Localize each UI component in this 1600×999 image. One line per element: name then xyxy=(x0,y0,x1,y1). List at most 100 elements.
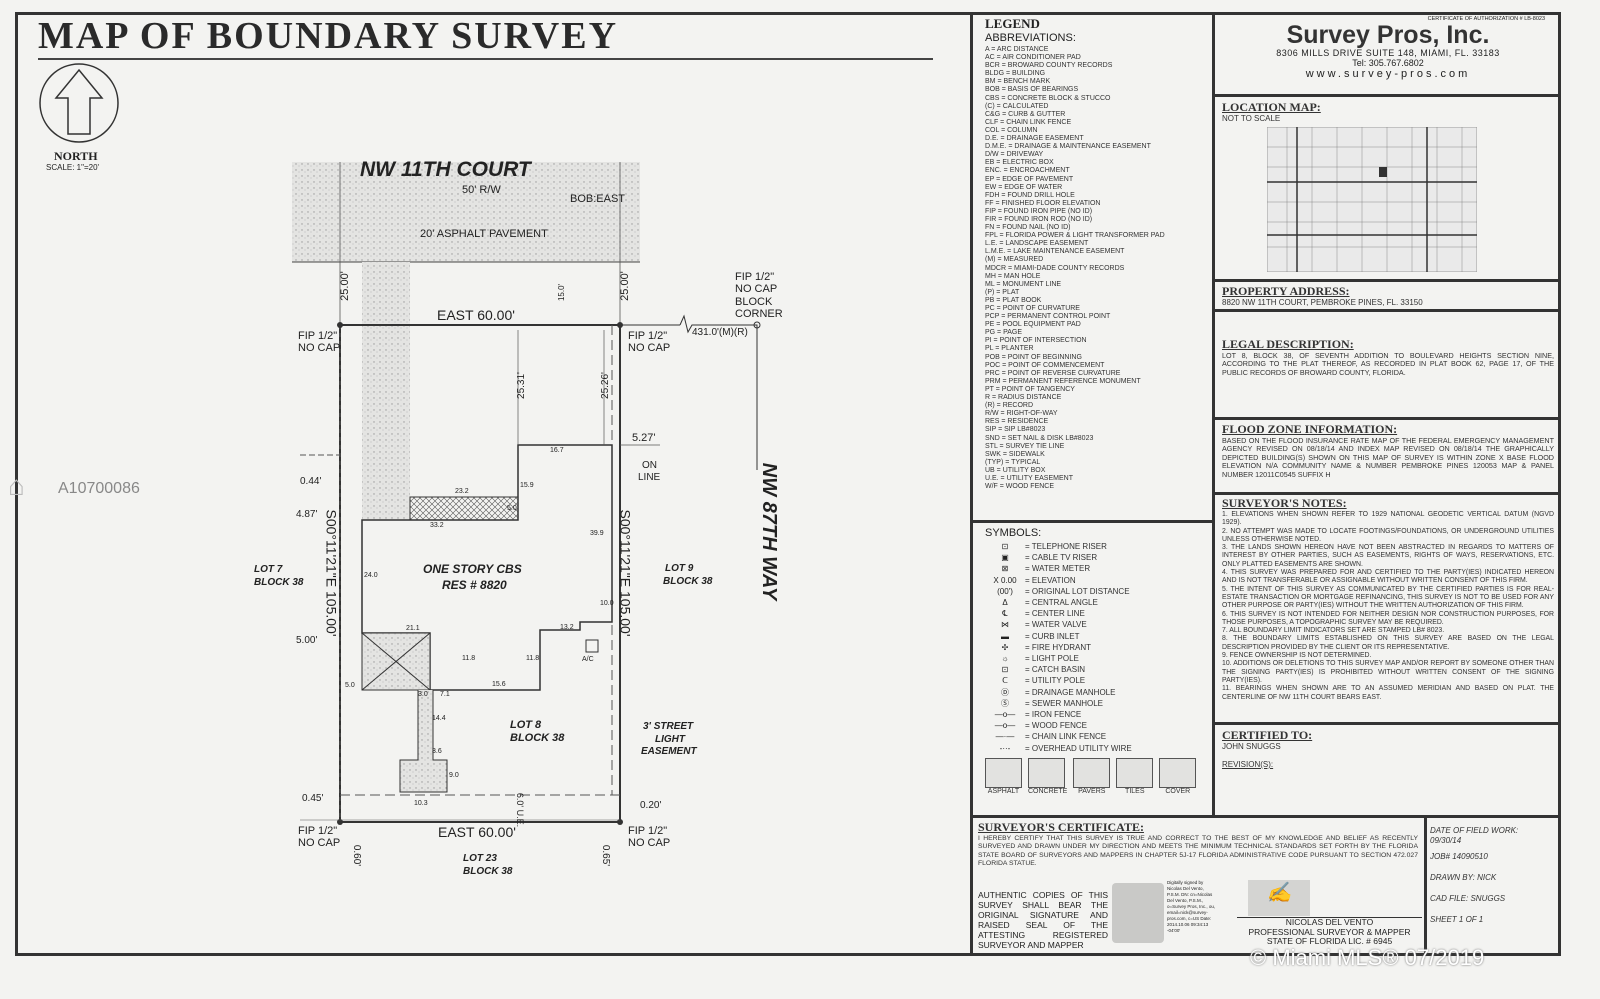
surveyor-license: STATE OF FLORIDA LIC. # 6945 xyxy=(1266,936,1393,946)
property-address-section: PROPERTY ADDRESS: 8820 NW 11TH COURT, PE… xyxy=(1215,282,1561,312)
symbol-glyph-icon: ▣ xyxy=(1001,553,1009,563)
dim: 25.26' xyxy=(599,372,611,399)
note-item: 5. THE INTENT OF THIS SURVEY AS COMMUNIC… xyxy=(1222,585,1554,610)
signature-icon: ✍ xyxy=(1248,880,1310,916)
abbreviation-item: AC = AIR CONDITIONER PAD xyxy=(985,54,1081,62)
dim: 11.8 xyxy=(526,655,540,662)
tie-line-dim: 431.0'(M)(R) xyxy=(692,327,748,338)
fip-label: FIP 1/2" xyxy=(298,825,338,837)
nocap-label: NO CAP xyxy=(628,837,671,849)
abbreviation-item: PE = POOL EQUIPMENT PAD xyxy=(985,321,1081,329)
rw-label: 50' R/W xyxy=(462,184,501,196)
abbreviation-item: RES = RESIDENCE xyxy=(985,418,1049,426)
pattern-icon xyxy=(1116,757,1154,788)
symbol-item: ⊡= TELEPHONE RISER xyxy=(985,541,1210,552)
abbreviation-item: FN = FOUND NAIL (NO ID) xyxy=(985,224,1071,232)
house-label: ONE STORY CBS xyxy=(423,562,522,576)
symbol-glyph-icon: ⊠ xyxy=(1001,564,1009,574)
dim: 39.9 xyxy=(590,530,604,537)
abbreviation-item: SND = SET NAIL & DISK LB#8023 xyxy=(985,434,1094,442)
symbol-glyph-icon: Δ xyxy=(1002,598,1008,608)
drawn-by: DRAWN BY: NICK xyxy=(1430,873,1497,882)
nocap-label: NO CAP xyxy=(298,342,341,354)
symbols-title: SYMBOLS: xyxy=(985,527,1042,539)
certified-section: CERTIFIED TO: JOHN SNUGGS REVISION(S): xyxy=(1215,725,1561,815)
corner-label: NO CAP xyxy=(735,283,778,295)
lot-23-label: BLOCK 38 xyxy=(463,866,513,877)
dim-left-25: 25.00' xyxy=(338,271,351,301)
notes-list: 1. ELEVATIONS WHEN SHOWN REFER TO 1929 N… xyxy=(1222,511,1554,702)
fip-label: FIP 1/2" xyxy=(298,330,338,342)
dim: 25.31' xyxy=(515,372,527,399)
scale-label: SCALE: 1"=20' xyxy=(46,163,100,172)
bottom-boundary-dim: EAST 60.00' xyxy=(438,824,516,840)
location-map-section: LOCATION MAP: NOT TO SCALE xyxy=(1215,97,1561,282)
symbol-glyph-icon: Ⓢ xyxy=(1001,698,1009,708)
note-item: 10. ADDITIONS OR DELETIONS TO THIS SURVE… xyxy=(1222,660,1554,684)
symbol-item: Ⓢ= SEWER MANHOLE xyxy=(985,698,1210,709)
symbol-item: ℄= CENTER LINE xyxy=(985,608,1210,619)
dim: 5.0 xyxy=(507,505,517,512)
digital-signature-text: Digitally signed by Nicolas Del Vento, P… xyxy=(1167,880,1216,933)
divider xyxy=(970,12,973,956)
symbol-item: ⋈= WATER VALVE xyxy=(985,619,1210,630)
location-title: LOCATION MAP: xyxy=(1222,100,1321,114)
note-item: 3. THE LANDS SHOWN HEREON HAVE NOT BEEN … xyxy=(1222,544,1554,568)
abbreviation-item: PB = PLAT BOOK xyxy=(985,296,1042,304)
abbreviation-item: EW = EDGE OF WATER xyxy=(985,183,1063,191)
symbol-item: Ⓓ= DRAINAGE MANHOLE xyxy=(985,687,1210,698)
bearing-right: S00°11'21"E 105.00' xyxy=(617,509,634,637)
pattern-icon xyxy=(985,757,1022,788)
revisions-label: REVISION(S): xyxy=(1222,760,1274,770)
dim: 14.4 xyxy=(432,715,446,722)
note-item: 11. BEARINGS WHEN SHOWN ARE TO AN ASSUME… xyxy=(1222,685,1554,701)
symbol-label: = CENTRAL ANGLE xyxy=(1025,598,1098,608)
symbol-item: —o—= WOOD FENCE xyxy=(985,720,1210,731)
field-work-label: DATE OF FIELD WORK: xyxy=(1430,826,1519,835)
location-map-image xyxy=(1267,127,1477,272)
abbreviation-item: CBS = CONCRETE BLOCK & STUCCO xyxy=(985,94,1111,102)
bob-label: BOB:EAST xyxy=(570,193,626,205)
symbol-item: ⊡= CATCH BASIN xyxy=(985,664,1210,675)
fip-label: FIP 1/2" xyxy=(628,825,668,837)
divider xyxy=(970,520,1215,523)
note-item: 2. NO ATTEMPT WAS MADE TO LOCATE FOOTING… xyxy=(1222,527,1554,543)
abbreviation-item: FF = FINISHED FLOOR ELEVATION xyxy=(985,199,1101,207)
on-line-label: LINE xyxy=(638,472,661,483)
certificate-title: SURVEYOR'S CERTIFICATE: xyxy=(978,820,1144,834)
corner-label: CORNER xyxy=(735,308,783,320)
abbreviation-item: D/W = DRIVEWAY xyxy=(985,151,1044,159)
abbreviation-item: UB = UTILITY BOX xyxy=(985,466,1046,474)
abbreviation-item: FIP = FOUND IRON PIPE (NO ID) xyxy=(985,207,1093,215)
surveyor-role: PROFESSIONAL SURVEYOR & MAPPER xyxy=(1248,926,1411,937)
certified-title: CERTIFIED TO: xyxy=(1222,728,1313,742)
authentic-copies-note: AUTHENTIC COPIES OF THIS SURVEY SHALL BE… xyxy=(978,890,1108,950)
divider xyxy=(1424,815,1427,956)
abbreviation-item: FDH = FOUND DRILL HOLE xyxy=(985,191,1075,199)
porch xyxy=(409,496,519,521)
abbreviation-item: (TYP) = TYPICAL xyxy=(985,458,1041,466)
abbreviation-item: W/F = WOOD FENCE xyxy=(985,483,1055,491)
symbol-item: X 0.00= ELEVATION xyxy=(985,575,1210,586)
symbol-item: —o—= IRON FENCE xyxy=(985,709,1210,720)
street-name-right: NW 87TH WAY xyxy=(758,462,781,601)
lot-23-label: LOT 23 xyxy=(463,853,497,864)
ac-pad xyxy=(585,639,599,653)
on-line-label: ON xyxy=(642,460,657,471)
walkway xyxy=(399,690,448,793)
street-name-top: NW 11TH COURT xyxy=(360,158,531,181)
cad-file: CAD FILE: SNUGGS xyxy=(1430,894,1506,903)
symbols-list: ⊡= TELEPHONE RISER▣= CABLE TV RISER⊠= WA… xyxy=(985,541,1210,754)
pattern-label: ASPHALT xyxy=(987,787,1020,795)
abbreviation-item: STL = SURVEY TIE LINE xyxy=(985,442,1065,450)
corner-label: BLOCK xyxy=(735,296,773,308)
symbol-item: ▬= CURB INLET xyxy=(985,631,1210,642)
pattern-label: COVER xyxy=(1165,787,1191,795)
company-website[interactable]: www.survey-pros.com xyxy=(1305,68,1471,80)
symbol-label: = OVERHEAD UTILITY WIRE xyxy=(1025,743,1132,753)
abbreviation-item: FPL = FLORIDA POWER & LIGHT TRANSFORMER … xyxy=(985,232,1165,240)
abbreviation-item: L.M.E. = LAKE MAINTENANCE EASEMENT xyxy=(985,248,1125,256)
abbreviation-item: A = ARC DISTANCE xyxy=(985,46,1049,53)
nocap-label: NO CAP xyxy=(298,837,341,849)
dim: 10.3 xyxy=(414,800,428,807)
